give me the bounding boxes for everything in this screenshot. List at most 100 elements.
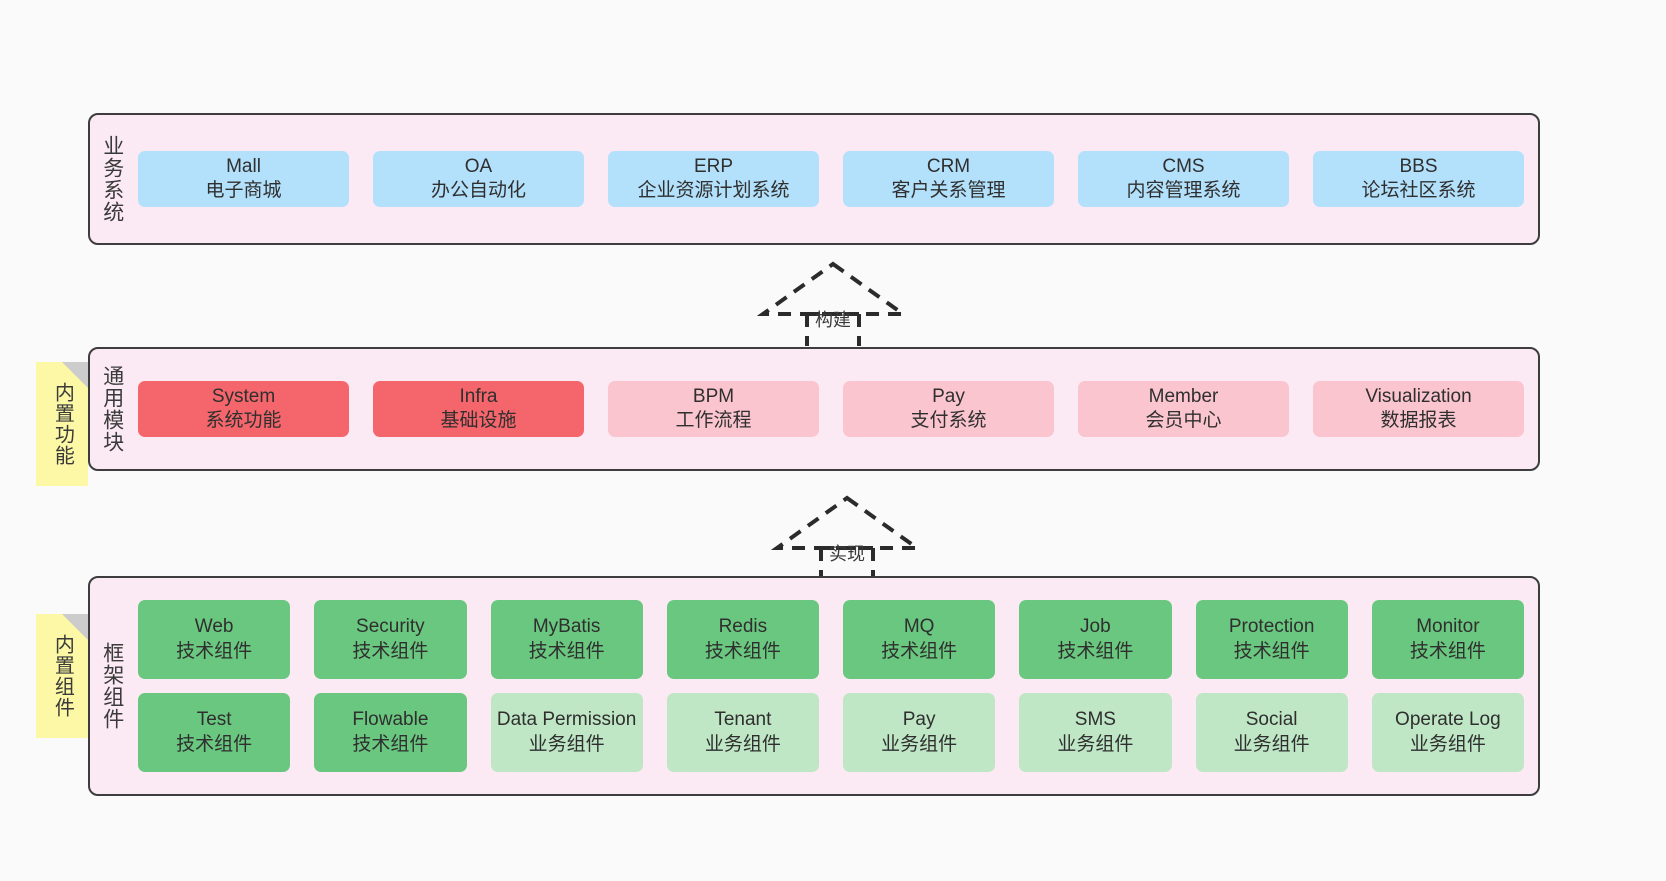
component-subtitle: 技术组件 (1233, 640, 1310, 662)
component-card-web[interactable]: Web 技术组件 (138, 600, 291, 679)
layer-body-framework-component: Web 技术组件 Security 技术组件 MyBatis 技术组件 Redi… (134, 578, 1538, 794)
component-subtitle: 办公自动化 (430, 180, 526, 201)
component-name: BPM (692, 385, 735, 407)
component-subtitle: 业务组件 (704, 733, 781, 755)
component-name: Pay (902, 709, 936, 731)
build-arrow-icon (757, 261, 909, 346)
side-note-builtin-function: 内置功能 (36, 362, 88, 486)
component-subtitle: 工作流程 (675, 410, 752, 431)
component-subtitle: 技术组件 (176, 733, 253, 755)
component-name: SMS (1074, 709, 1116, 731)
component-name: Redis (718, 616, 768, 638)
layer-body-business-system: Mall 电子商城 OA 办公自动化 ERP 企业资源计划系统 CRM 客户关系… (134, 115, 1538, 243)
component-card-oa[interactable]: OA 办公自动化 (373, 150, 584, 208)
component-subtitle: 业务组件 (1057, 733, 1134, 755)
component-subtitle: 业务组件 (881, 733, 958, 755)
component-card-pay[interactable]: Pay 业务组件 (843, 693, 996, 772)
component-subtitle: 技术组件 (352, 640, 429, 662)
side-note-label: 内置功能 (51, 382, 74, 466)
component-subtitle: 会员中心 (1145, 410, 1222, 431)
component-card-mall[interactable]: Mall 电子商城 (138, 150, 349, 208)
component-subtitle: 系统功能 (205, 410, 282, 431)
component-subtitle: 业务组件 (528, 733, 605, 755)
component-card-sms[interactable]: SMS 业务组件 (1019, 693, 1172, 772)
component-subtitle: 数据报表 (1380, 410, 1457, 431)
component-subtitle: 技术组件 (704, 640, 781, 662)
component-name: Tenant (714, 709, 772, 731)
component-name: System (211, 385, 276, 407)
component-subtitle: 业务组件 (1409, 733, 1486, 755)
component-subtitle: 基础设施 (440, 410, 517, 431)
component-name: Member (1148, 385, 1219, 407)
component-name: Job (1080, 616, 1111, 638)
component-card-test[interactable]: Test 技术组件 (138, 693, 291, 772)
component-subtitle: 内容管理系统 (1126, 180, 1241, 201)
component-card-operate-log[interactable]: Operate Log 业务组件 (1371, 693, 1524, 772)
component-row: Web 技术组件 Security 技术组件 MyBatis 技术组件 Redi… (138, 600, 1524, 679)
component-card-visualization[interactable]: Visualization 数据报表 (1313, 380, 1524, 438)
component-name: OA (464, 155, 493, 177)
component-card-infra[interactable]: Infra 基础设施 (373, 380, 584, 438)
component-subtitle: 业务组件 (1233, 733, 1310, 755)
component-subtitle: 客户关系管理 (891, 180, 1006, 201)
component-name: ERP (693, 155, 734, 177)
component-name: Visualization (1365, 385, 1472, 407)
component-subtitle: 论坛社区系统 (1361, 180, 1476, 201)
component-name: Flowable (352, 709, 429, 731)
component-name: Operate Log (1395, 709, 1501, 731)
component-card-bbs[interactable]: BBS 论坛社区系统 (1313, 150, 1524, 208)
component-card-mq[interactable]: MQ 技术组件 (843, 600, 996, 679)
implement-arrow-icon (771, 495, 923, 580)
layer-title-framework-component: 框架组件 (100, 642, 124, 730)
component-subtitle: 技术组件 (881, 640, 958, 662)
component-row: System 系统功能 Infra 基础设施 BPM 工作流程 Pay 支付系统… (138, 380, 1524, 438)
layer-body-common-module: System 系统功能 Infra 基础设施 BPM 工作流程 Pay 支付系统… (134, 349, 1538, 469)
component-subtitle: 技术组件 (1409, 640, 1486, 662)
layer-title-business-system: 业务系统 (100, 135, 124, 223)
component-card-cms[interactable]: CMS 内容管理系统 (1078, 150, 1289, 208)
layer-business-system: 业务系统 Mall 电子商城 OA 办公自动化 ERP 企业资源计划系统 CRM… (88, 113, 1540, 245)
side-note-label: 内置组件 (51, 634, 74, 718)
component-name: CRM (926, 155, 971, 177)
component-name: Web (194, 616, 234, 638)
connector-label-build: 构建 (815, 310, 851, 330)
component-card-crm[interactable]: CRM 客户关系管理 (843, 150, 1054, 208)
component-name: Infra (459, 385, 498, 407)
component-subtitle: 技术组件 (176, 640, 253, 662)
component-subtitle: 企业资源计划系统 (637, 180, 790, 201)
component-card-redis[interactable]: Redis 技术组件 (666, 600, 819, 679)
component-card-erp[interactable]: ERP 企业资源计划系统 (608, 150, 819, 208)
component-card-system[interactable]: System 系统功能 (138, 380, 349, 438)
component-name: Pay (932, 385, 965, 407)
component-card-tenant[interactable]: Tenant 业务组件 (666, 693, 819, 772)
component-card-social[interactable]: Social 业务组件 (1195, 693, 1348, 772)
component-card-data-permission[interactable]: Data Permission 业务组件 (490, 693, 643, 772)
component-name: MyBatis (532, 616, 601, 638)
component-card-security[interactable]: Security 技术组件 (314, 600, 467, 679)
connector-build: 构建 (757, 258, 909, 346)
component-card-mybatis[interactable]: MyBatis 技术组件 (490, 600, 643, 679)
component-card-flowable[interactable]: Flowable 技术组件 (314, 693, 467, 772)
component-name: Test (196, 709, 232, 731)
component-row: Mall 电子商城 OA 办公自动化 ERP 企业资源计划系统 CRM 客户关系… (138, 150, 1524, 208)
component-name: Monitor (1416, 616, 1480, 638)
component-card-monitor[interactable]: Monitor 技术组件 (1371, 600, 1524, 679)
layer-common-module: 通用模块 System 系统功能 Infra 基础设施 BPM 工作流程 Pay… (88, 347, 1540, 471)
component-name: CMS (1162, 155, 1205, 177)
component-name: Protection (1228, 616, 1315, 638)
component-card-bpm[interactable]: BPM 工作流程 (608, 380, 819, 438)
component-subtitle: 技术组件 (528, 640, 605, 662)
component-card-member[interactable]: Member 会员中心 (1078, 380, 1289, 438)
component-name: Security (356, 616, 425, 638)
component-subtitle: 技术组件 (1057, 640, 1134, 662)
layer-title-common-module: 通用模块 (100, 365, 124, 453)
component-card-pay[interactable]: Pay 支付系统 (843, 380, 1054, 438)
connector-implement: 实现 (771, 492, 923, 580)
side-note-builtin-component: 内置组件 (36, 614, 88, 738)
connector-label-implement: 实现 (829, 544, 865, 564)
component-name: MQ (903, 616, 935, 638)
component-card-job[interactable]: Job 技术组件 (1019, 600, 1172, 679)
component-card-protection[interactable]: Protection 技术组件 (1195, 600, 1348, 679)
component-subtitle: 技术组件 (352, 733, 429, 755)
